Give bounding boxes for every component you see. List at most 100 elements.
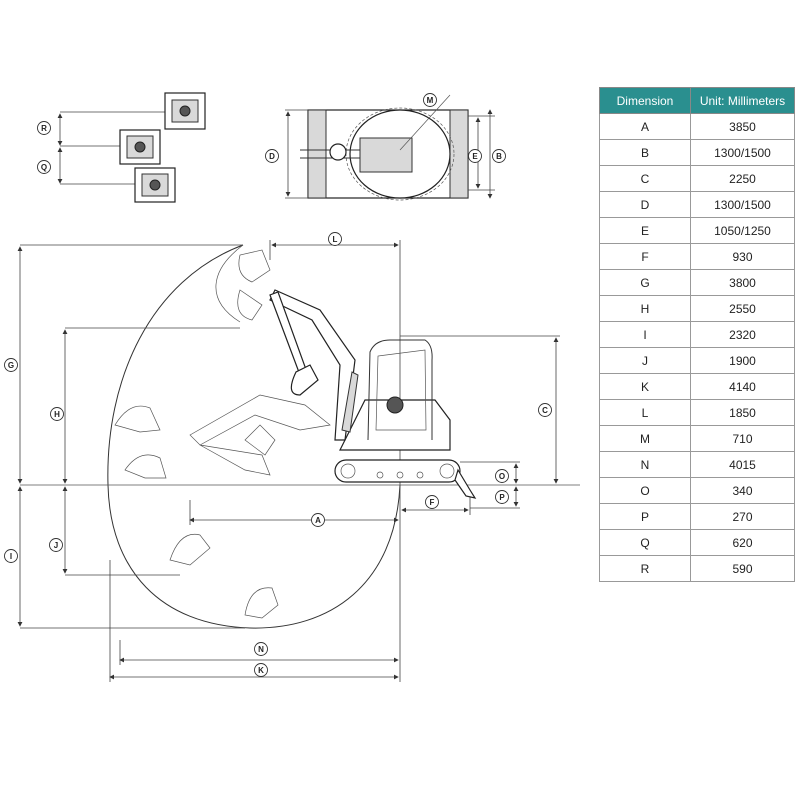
value-cell: 270 [690, 503, 795, 530]
svg-text:N: N [258, 645, 264, 654]
dimension-cell: R [599, 555, 691, 582]
value-cell: 2550 [690, 295, 795, 322]
swing-view-left [134, 167, 176, 203]
label-n: N [254, 642, 268, 656]
svg-text:P: P [499, 493, 505, 502]
value-cell: 1050/1250 [690, 217, 795, 244]
boom-swing-views [57, 92, 206, 203]
dimension-cell: G [599, 269, 691, 296]
dimension-cell: N [599, 451, 691, 478]
dimension-cell: C [599, 165, 691, 192]
dimension-cell: D [599, 191, 691, 218]
value-cell: 1900 [690, 347, 795, 374]
dimension-cell: J [599, 347, 691, 374]
horizontal-dimensions [109, 240, 471, 682]
label-r: R [37, 121, 51, 135]
dimension-cell: A [599, 113, 691, 140]
excavator-side-view [114, 249, 477, 619]
label-h: H [50, 407, 64, 421]
svg-text:D: D [269, 152, 275, 161]
swing-view-right [164, 92, 206, 130]
dimension-cell: Q [599, 529, 691, 556]
value-cell: 3850 [690, 113, 795, 140]
plan-view [285, 94, 495, 201]
vertical-dimensions [17, 244, 560, 629]
svg-text:L: L [333, 235, 338, 244]
swing-view-center [119, 129, 161, 165]
label-d: D [265, 149, 279, 163]
dimension-cell: B [599, 139, 691, 166]
value-cell: 710 [690, 425, 795, 452]
svg-text:J: J [54, 541, 58, 550]
svg-text:Q: Q [41, 163, 47, 172]
svg-text:B: B [496, 152, 502, 161]
dimension-cell: H [599, 295, 691, 322]
value-cell: 590 [690, 555, 795, 582]
svg-text:E: E [472, 152, 478, 161]
svg-text:R: R [41, 124, 47, 133]
value-cell: 1300/1500 [690, 191, 795, 218]
svg-text:O: O [499, 472, 505, 481]
label-c: C [538, 403, 552, 417]
header-unit: Unit: Millimeters [690, 87, 795, 114]
label-a: A [311, 513, 325, 527]
svg-text:K: K [258, 666, 264, 675]
label-g: G [4, 358, 18, 372]
svg-text:H: H [54, 410, 60, 419]
value-cell: 2320 [690, 321, 795, 348]
value-cell: 1300/1500 [690, 139, 795, 166]
label-o: O [495, 469, 509, 483]
label-k: K [254, 663, 268, 677]
value-cell: 340 [690, 477, 795, 504]
value-cell: 3800 [690, 269, 795, 296]
value-cell: 620 [690, 529, 795, 556]
crawler-track [334, 459, 461, 483]
main-boom [269, 289, 359, 441]
label-b: B [492, 149, 506, 163]
label-i: I [4, 549, 18, 563]
svg-text:G: G [8, 361, 14, 370]
dimension-cell: K [599, 373, 691, 400]
ghost-lowered-boom [189, 394, 331, 476]
value-cell: 4140 [690, 373, 795, 400]
label-m: M [423, 93, 437, 107]
svg-text:I: I [10, 552, 12, 561]
dimension-labels: A B C D E F G H I J K L M N O P Q R [4, 93, 552, 677]
label-e: E [468, 149, 482, 163]
label-l: L [328, 232, 342, 246]
label-p: P [495, 490, 509, 504]
dozer-blade [454, 468, 477, 499]
cab [367, 339, 433, 441]
value-cell: 2250 [690, 165, 795, 192]
svg-text:M: M [427, 96, 434, 105]
value-cell: 1850 [690, 399, 795, 426]
value-cell: 930 [690, 243, 795, 270]
table-header-row: Dimension Unit: Millimeters [599, 87, 795, 114]
arm-and-bucket [269, 291, 319, 396]
dimension-cell: E [599, 217, 691, 244]
dimension-cell: P [599, 503, 691, 530]
dimension-cell: O [599, 477, 691, 504]
label-q: Q [37, 160, 51, 174]
dimension-cell: L [599, 399, 691, 426]
label-j: J [49, 538, 63, 552]
svg-text:C: C [542, 406, 548, 415]
